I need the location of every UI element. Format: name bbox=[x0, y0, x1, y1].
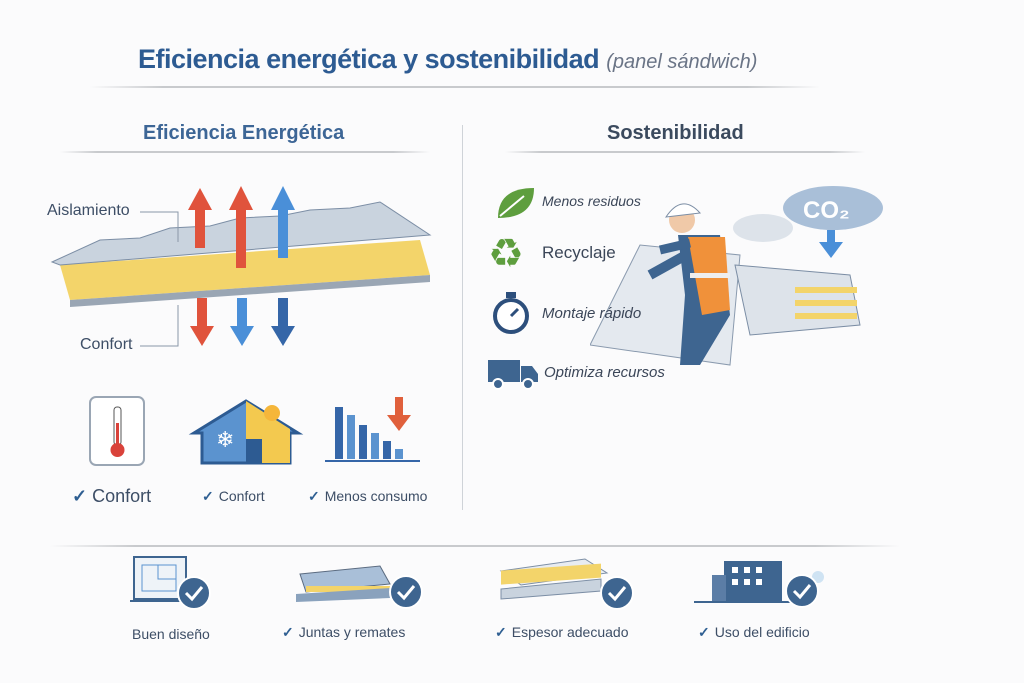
leaf-icon bbox=[498, 188, 534, 218]
label-aislamiento: Aislamiento bbox=[47, 202, 130, 219]
house-climate-icon: ❄ bbox=[188, 399, 304, 465]
list-label: Recyclaje bbox=[542, 243, 616, 262]
worker-installing-panels-illustration bbox=[590, 203, 861, 366]
bar-chart-down-icon bbox=[325, 397, 420, 462]
check-icon: ✓ bbox=[202, 488, 214, 504]
bottom-label-espesor: ✓Espesor adecuado bbox=[495, 624, 629, 641]
heat-arrow-up-2 bbox=[229, 186, 253, 268]
stopwatch-icon bbox=[493, 292, 529, 334]
co2-label: CO₂ bbox=[803, 197, 850, 224]
svg-text:❄: ❄ bbox=[216, 427, 234, 452]
label-text: Espesor adecuado bbox=[511, 624, 629, 640]
sandwich-panel-illustration bbox=[50, 186, 432, 347]
check-icon: ✓ bbox=[282, 624, 294, 640]
label-text: Menos consumo bbox=[324, 488, 428, 504]
list-label: Optimiza recursos bbox=[544, 364, 665, 381]
insulation-core bbox=[60, 240, 430, 300]
cold-arrow-down-1 bbox=[230, 298, 254, 346]
left-icon-label-3: ✓Menos consumo bbox=[308, 488, 427, 505]
cold-arrow-up bbox=[271, 186, 295, 258]
page-title: Eficiencia energética y sostenibilidad (… bbox=[138, 44, 757, 75]
recycle-icon: ♻ bbox=[488, 232, 524, 276]
label-text: Confort bbox=[218, 488, 265, 504]
list-item-menos-residuos bbox=[494, 184, 536, 225]
label-text: Uso del edificio bbox=[714, 624, 810, 640]
heat-arrow-down bbox=[190, 298, 214, 346]
right-heading-divider bbox=[505, 151, 865, 153]
label-confort: Confort bbox=[80, 336, 133, 353]
label-text: Juntas y remates bbox=[298, 624, 406, 640]
panel-joint-icon bbox=[296, 565, 423, 609]
bottom-label-uso: ✓Uso del edificio bbox=[698, 624, 810, 641]
panel-thickness-icon bbox=[499, 558, 634, 610]
left-heading: Eficiencia Energética bbox=[143, 122, 345, 144]
left-icon-label-2: ✓Confort bbox=[202, 488, 265, 505]
bottom-label-buen-diseno: Buen diseño bbox=[132, 626, 210, 642]
list-label: Montaje rápido bbox=[542, 305, 642, 322]
bottom-divider bbox=[50, 545, 900, 547]
label-text: Confort bbox=[92, 486, 152, 506]
cold-arrow-down-2 bbox=[271, 298, 295, 346]
bottom-label-juntas: ✓Juntas y remates bbox=[282, 624, 405, 641]
check-icon: ✓ bbox=[72, 486, 88, 506]
page-subtitle: (panel sándwich) bbox=[606, 51, 758, 73]
right-heading: Sostenibilidad bbox=[607, 122, 744, 144]
thermometer-icon bbox=[89, 396, 145, 466]
left-heading-divider bbox=[60, 151, 430, 153]
truck-icon bbox=[488, 360, 538, 390]
title-text: Eficiencia energética y sostenibilidad bbox=[138, 44, 600, 74]
list-label: Menos residuos bbox=[542, 193, 641, 209]
building-icon bbox=[694, 561, 824, 608]
panel-stack bbox=[734, 264, 861, 336]
blueprint-icon bbox=[130, 556, 211, 610]
co2-cloud-icon: CO₂ bbox=[733, 186, 883, 258]
title-divider bbox=[90, 86, 820, 88]
worker bbox=[647, 203, 730, 365]
heat-arrow-up-1 bbox=[188, 188, 212, 248]
left-icon-label-1: ✓Confort bbox=[72, 486, 151, 507]
check-icon: ✓ bbox=[495, 624, 507, 640]
check-icon: ✓ bbox=[698, 624, 710, 640]
vertical-divider bbox=[462, 125, 463, 510]
check-icon: ✓ bbox=[308, 488, 320, 504]
